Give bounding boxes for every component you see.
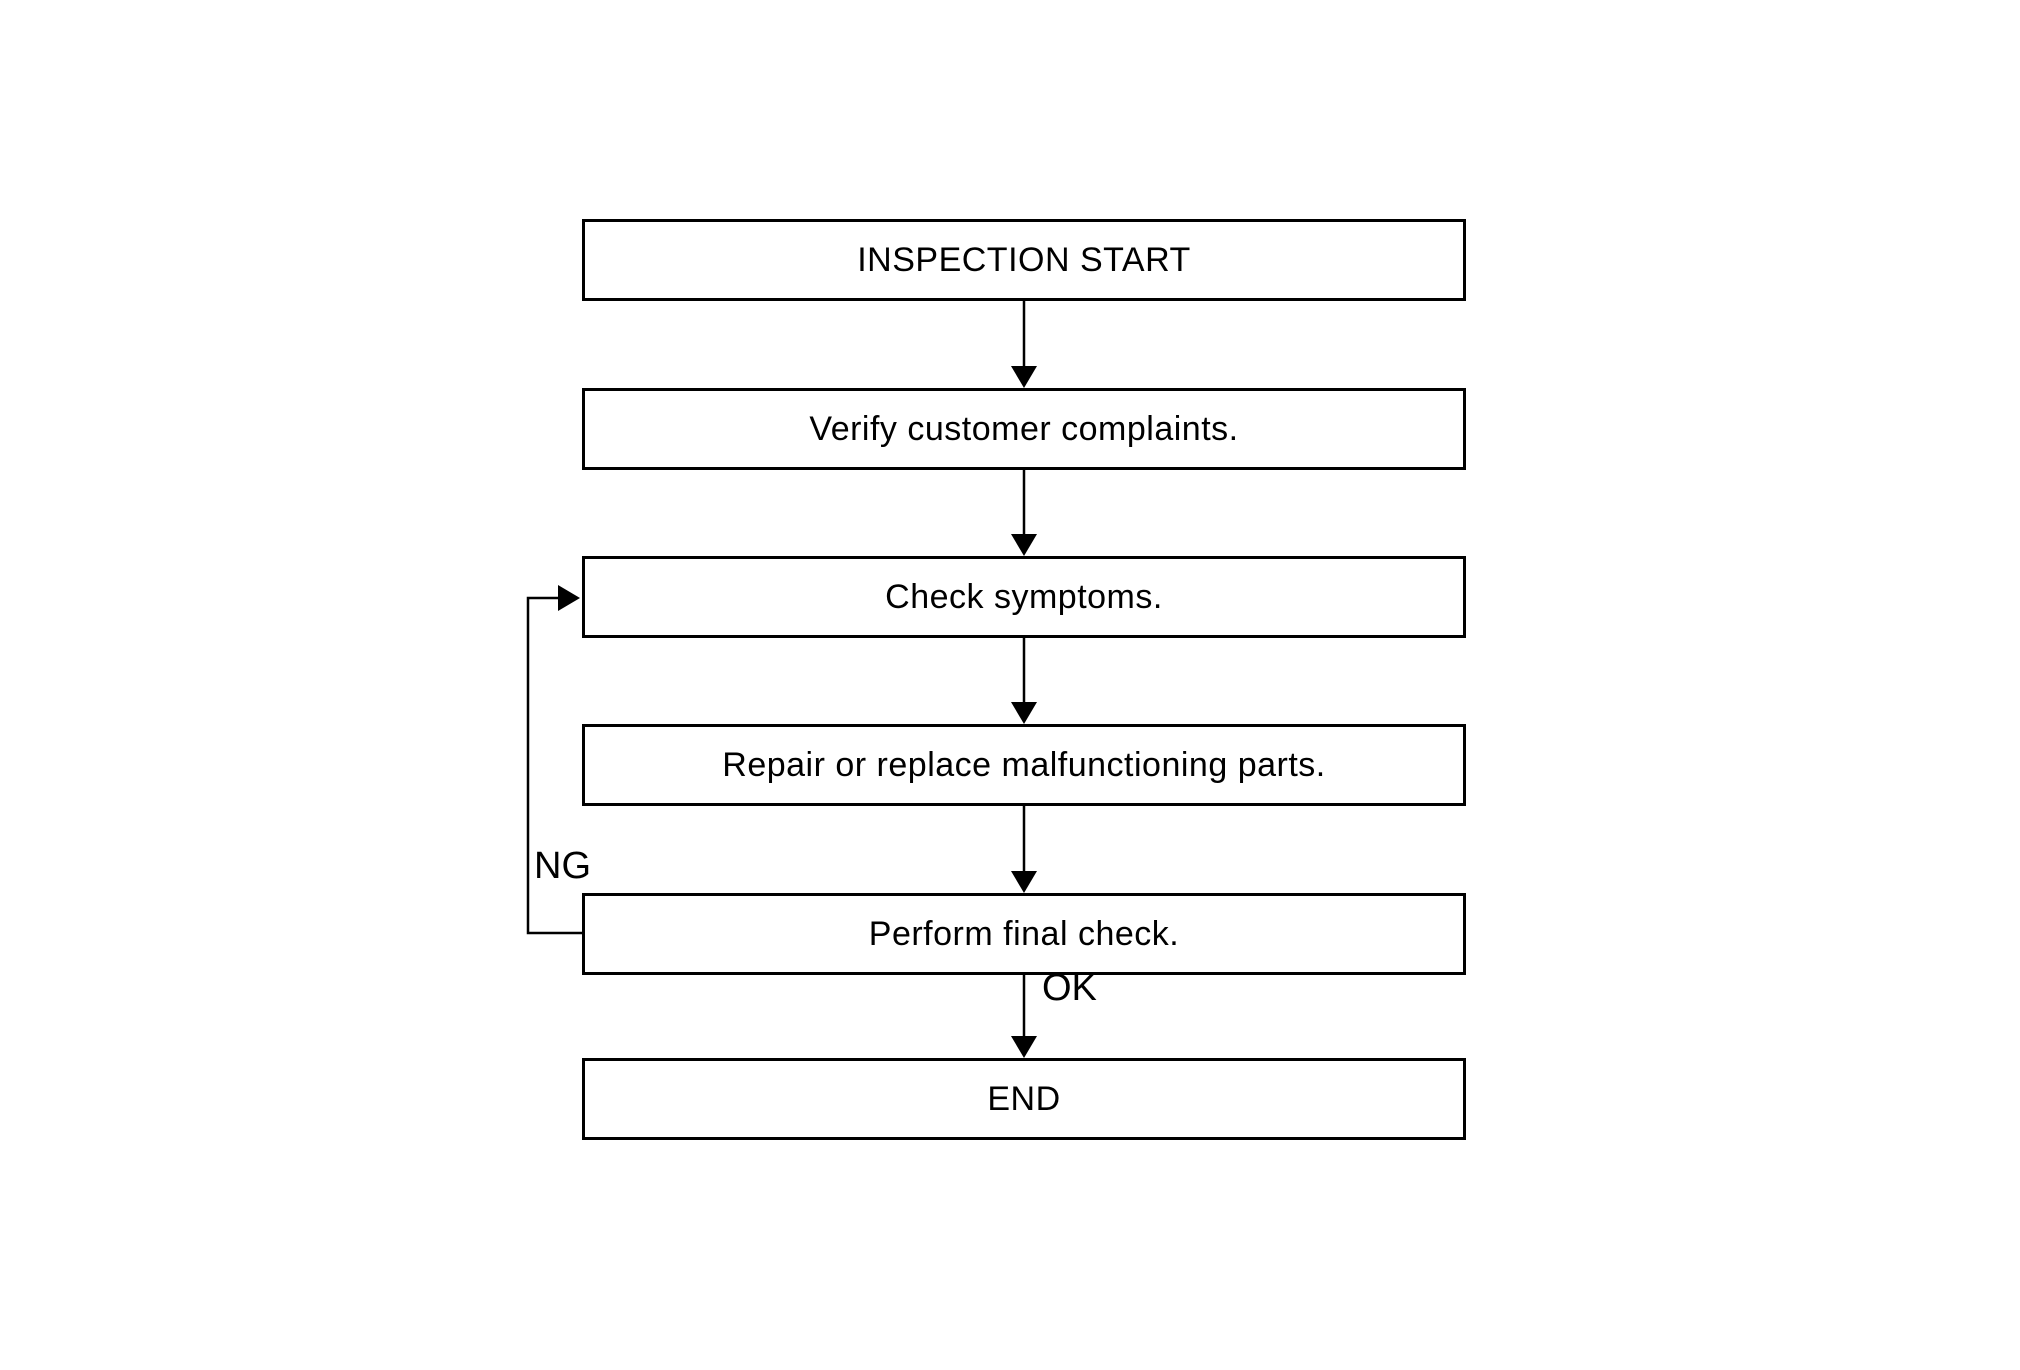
node-repair-replace-parts-label: Repair or replace malfunctioning parts. (722, 745, 1326, 784)
node-inspection-start-label: INSPECTION START (857, 240, 1191, 279)
node-perform-final-check: Perform final check. (582, 893, 1466, 975)
arrowhead-start-to-verify (1011, 366, 1037, 388)
node-end: END (582, 1058, 1466, 1140)
ng-loop-arrowhead (558, 585, 580, 611)
node-repair-replace-parts: Repair or replace malfunctioning parts. (582, 724, 1466, 806)
node-check-symptoms-label: Check symptoms. (885, 577, 1163, 616)
arrowhead-verify-to-check (1011, 534, 1037, 556)
node-inspection-start: INSPECTION START (582, 219, 1466, 301)
node-verify-complaints: Verify customer complaints. (582, 388, 1466, 470)
edge-label-ng: NG (534, 845, 591, 887)
node-perform-final-check-label: Perform final check. (868, 914, 1180, 953)
edge-label-ok: OK (1042, 967, 1097, 1009)
node-verify-complaints-label: Verify customer complaints. (809, 409, 1239, 448)
node-end-label: END (987, 1079, 1061, 1118)
node-check-symptoms: Check symptoms. (582, 556, 1466, 638)
arrowhead-final-to-end (1011, 1036, 1037, 1058)
arrowhead-repair-to-final (1011, 871, 1037, 893)
arrowhead-check-to-repair (1011, 702, 1037, 724)
